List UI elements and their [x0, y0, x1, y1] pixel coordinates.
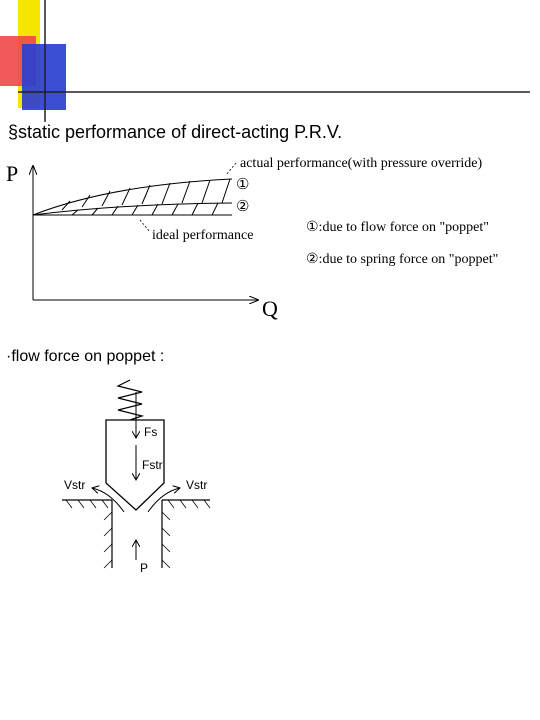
vstr-right-label: Vstr [186, 478, 208, 492]
fstr-label: Fstr [142, 458, 163, 472]
deco-blue-block [22, 44, 66, 110]
ideal-performance-label: ideal performance [152, 228, 254, 243]
vstr-left-label: Vstr [64, 478, 86, 492]
actual-leader-line [225, 162, 237, 176]
actual-performance-label: actual performance(with pressure overrid… [240, 156, 483, 171]
poppet-body [105, 419, 165, 511]
slide-heading: §static performance of direct-acting P.R… [8, 122, 343, 142]
marker-2: ② [236, 199, 250, 215]
hatching-upper [61, 178, 231, 211]
spring [116, 379, 145, 421]
actual-performance-curve [32, 178, 233, 216]
vstr-left-arrow [92, 488, 125, 513]
ideal-leader-line [139, 219, 151, 233]
p-pressure-label: P [140, 561, 149, 575]
seat-hatching [65, 499, 211, 569]
p-axis-label: P [6, 161, 19, 186]
fs-label: Fs [144, 425, 158, 439]
note-spring-force: ②:due to spring force on "poppet" [306, 252, 499, 267]
vstr-right-arrow [147, 488, 180, 513]
note-flow-force: ①:due to flow force on "poppet" [306, 220, 489, 235]
spring-force-curve [32, 202, 233, 216]
marker-1: ① [236, 177, 250, 193]
flow-force-heading: ·flow force on poppet : [6, 348, 165, 365]
hatching-lower [71, 202, 219, 216]
q-axis-label: Q [262, 296, 278, 321]
